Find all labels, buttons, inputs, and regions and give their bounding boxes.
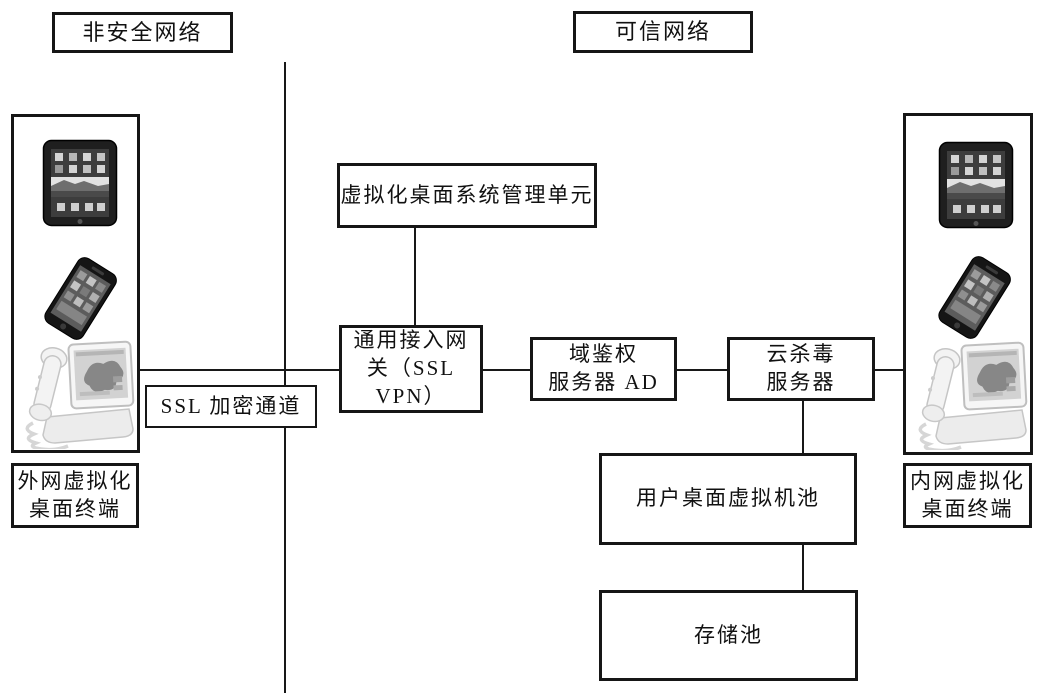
deskphone-icon — [17, 337, 135, 455]
external-terminal-label-line2: 桌面终端 — [29, 496, 121, 521]
external-terminal-label: 外网虚拟化 桌面终端 — [11, 463, 139, 528]
zone-label-trusted-network: 可信网络 — [573, 11, 753, 53]
storage-pool-text: 存储池 — [694, 622, 763, 647]
tablet-icon — [938, 141, 1014, 235]
internal-terminal-devices-box — [903, 113, 1033, 455]
domain-auth-server-box: 域鉴权 服务器 AD — [530, 337, 677, 401]
connector-domain-auth-to-antivirus — [677, 369, 727, 371]
smartphone-icon — [931, 252, 1015, 348]
connector-gateway-to-domain-auth — [483, 369, 530, 371]
deskphone-icon — [910, 338, 1028, 456]
connector-external-terminal-to-gateway — [140, 369, 339, 371]
cloud-antivirus-server-box: 云杀毒 服务器 — [727, 337, 875, 401]
internal-terminal-label-line1: 内网虚拟化 — [910, 468, 1025, 493]
internal-terminal-label: 内网虚拟化 桌面终端 — [903, 463, 1032, 528]
connector-antivirus-to-internal-terminal — [875, 369, 903, 371]
management-unit-text: 虚拟化桌面系统管理单元 — [340, 182, 594, 207]
external-terminal-label-line1: 外网虚拟化 — [17, 468, 133, 493]
management-unit-box: 虚拟化桌面系统管理单元 — [337, 163, 597, 228]
access-gateway-line2: 关（SSL — [366, 356, 456, 381]
domain-auth-line1: 域鉴权 — [569, 342, 638, 367]
cloud-antivirus-line2: 服务器 — [766, 370, 836, 394]
smartphone-icon — [37, 253, 121, 349]
ssl-channel-text: SSL 加密通道 — [160, 393, 302, 418]
user-vm-pool-box: 用户桌面虚拟机池 — [599, 453, 857, 545]
connector-management-to-gateway — [414, 228, 416, 325]
ssl-channel-box: SSL 加密通道 — [145, 385, 317, 428]
connector-vm-pool-to-storage — [802, 545, 804, 590]
access-gateway-box: 通用接入网 关（SSL VPN） — [339, 325, 483, 413]
domain-auth-line2: 服务器 AD — [548, 370, 659, 394]
zone-label-trusted-network-text: 可信网络 — [614, 19, 711, 45]
zone-label-unsafe-network-text: 非安全网络 — [82, 19, 203, 45]
zone-label-unsafe-network: 非安全网络 — [52, 12, 233, 53]
cloud-antivirus-line1: 云杀毒 — [766, 342, 836, 367]
internal-terminal-label-line2: 桌面终端 — [921, 496, 1014, 521]
access-gateway-line1: 通用接入网 — [353, 328, 469, 353]
connector-antivirus-to-vm-pool — [802, 401, 804, 453]
network-boundary-line — [284, 62, 286, 693]
tablet-icon — [42, 139, 118, 233]
external-terminal-devices-box — [11, 114, 140, 453]
user-vm-pool-text: 用户桌面虚拟机池 — [636, 486, 820, 511]
storage-pool-box: 存储池 — [599, 590, 858, 681]
access-gateway-line3: VPN） — [375, 383, 447, 408]
